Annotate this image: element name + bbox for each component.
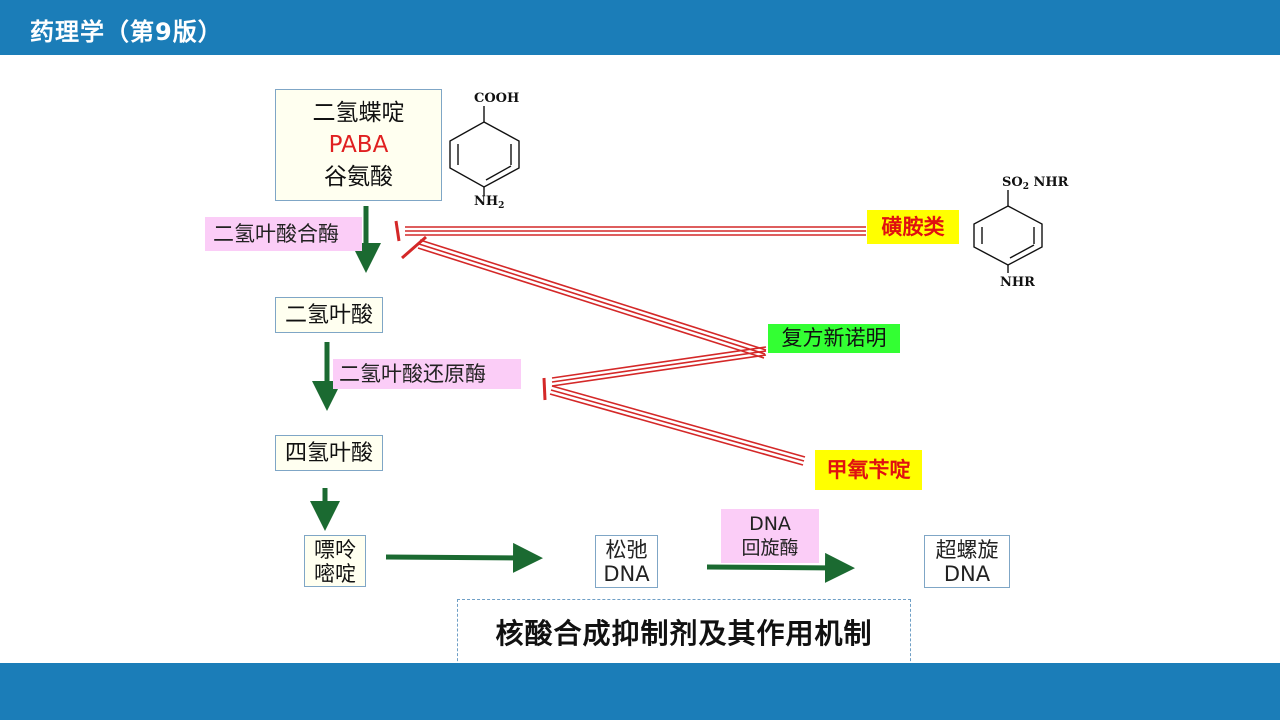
enzyme-dhfr-label: 二氢叶酸还原酶	[333, 359, 521, 389]
header-bar: 药理学（第9版）	[0, 0, 1280, 55]
inhibit-line-cotrimoxazole-dhps	[401, 235, 767, 359]
drug-trimethoprim: 甲氧苄啶	[815, 450, 922, 490]
paba-structure	[449, 106, 520, 196]
dhf-box: 二氢叶酸	[275, 297, 383, 333]
arrow-purine-to-dna	[385, 542, 543, 573]
thf-box: 四氢叶酸	[275, 435, 383, 471]
drug-sulfonamides: 磺胺类	[867, 210, 959, 244]
substrates-box: 二氢蝶啶 PABA 谷氨酸	[275, 89, 442, 201]
inhibit-line-trimethoprim	[549, 385, 806, 466]
substrate-paba: PABA	[328, 132, 389, 158]
relaxed-label: 松弛	[605, 538, 648, 562]
gyrase-enzyme-label: 回旋酶	[741, 537, 799, 559]
paba-cooh-label: COOH	[474, 91, 519, 106]
drug-cotrimoxazole: 复方新诺明	[768, 324, 900, 353]
supercoiled-dna-label: DNA	[943, 562, 991, 586]
arrow-dna-to-supercoil	[706, 552, 855, 583]
inhibit-line-cotrimoxazole-dhfr	[542, 346, 767, 401]
relaxed-dna-label: DNA	[603, 562, 650, 586]
purine-pyrimidine-box: 嘌呤 嘧啶	[304, 535, 366, 587]
enzyme-dhps-label: 二氢叶酸合酶	[205, 217, 362, 251]
supercoiled-label: 超螺旋	[935, 538, 999, 562]
purine-label: 嘌呤	[314, 538, 356, 562]
pyrimidine-label: 嘧啶	[314, 562, 356, 586]
sulfonamide-so2nhr-label: SO2 NHR	[1002, 175, 1069, 192]
gyrase-dna-label: DNA	[749, 513, 791, 535]
book-title: 药理学（第9版）	[30, 18, 223, 46]
inhibit-line-sulfonamides	[394, 220, 866, 242]
substrate-dihydropteridine: 二氢蝶啶	[312, 100, 405, 126]
sulfonamide-structure	[973, 190, 1043, 273]
paba-nh2-label: NH2	[474, 194, 504, 211]
enzyme-gyrase-label: DNA 回旋酶	[721, 509, 819, 563]
sulfonamide-nhr-label: NHR	[1000, 275, 1035, 290]
substrate-glutamate: 谷氨酸	[324, 164, 393, 190]
supercoiled-dna-box: 超螺旋 DNA	[924, 535, 1010, 588]
diagram-caption: 核酸合成抑制剂及其作用机制	[457, 599, 911, 666]
footer-bar	[0, 663, 1280, 720]
relaxed-dna-box: 松弛 DNA	[595, 535, 658, 588]
